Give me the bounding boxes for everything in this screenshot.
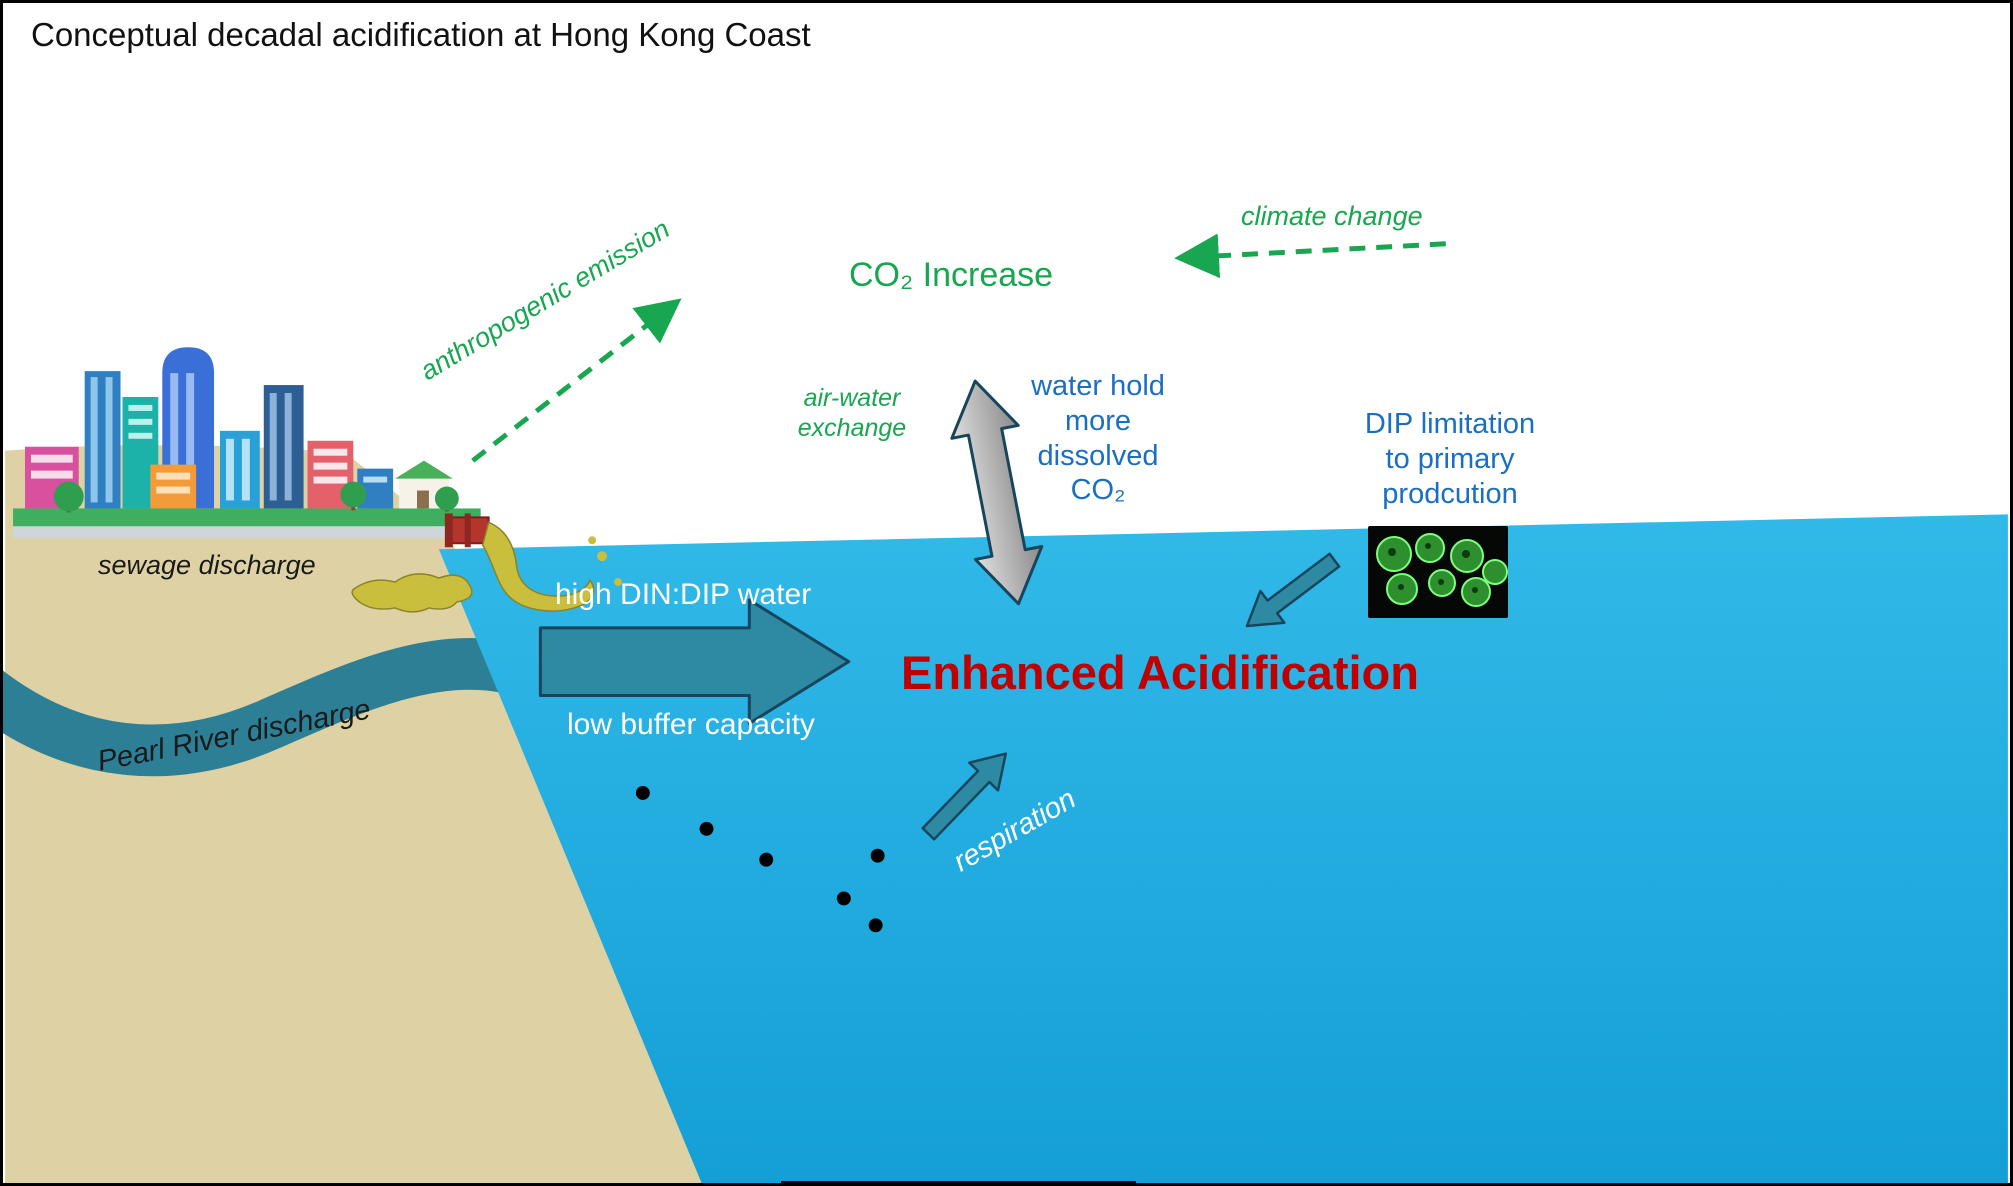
water-hold-line1: water hold — [1031, 370, 1165, 402]
dip-limitation-label: DIP limitation to primary prodcution — [1343, 407, 1557, 511]
high-din-dip-label: high DIN:DIP water — [555, 578, 812, 611]
building-navy-tall — [263, 385, 304, 509]
building-blue-tall — [84, 371, 121, 509]
sewage-slick — [351, 573, 473, 613]
bottom-bar — [781, 1181, 1136, 1183]
water-hold-line3: dissolved — [1037, 439, 1159, 472]
particle-dots — [635, 786, 885, 933]
phytoplankton-image — [1368, 526, 1508, 618]
air-water-exchange-arrow — [950, 379, 1044, 606]
respiration-arrow — [921, 752, 1008, 841]
building-mid-blue — [219, 430, 260, 509]
air-water-line2: exchange — [797, 414, 907, 442]
scene-graphics — [3, 347, 2008, 1183]
city-skyline — [13, 347, 481, 539]
dip-line3: prodcution — [1382, 477, 1518, 510]
enhanced-acidification-label: Enhanced Acidification — [901, 646, 1419, 699]
figure-title: Conceptual decadal acidification at Hong… — [31, 16, 811, 53]
water-hold-label: water hold more dissolved CO₂ — [1019, 369, 1177, 508]
co2-increase-label: CO₂ Increase — [849, 256, 1054, 294]
trees — [53, 481, 459, 513]
climate-change-label: climate change — [1241, 201, 1423, 231]
city-ground — [13, 508, 481, 527]
city-road — [13, 526, 481, 539]
dip-limitation-arrow — [1245, 552, 1341, 628]
sewage-discharge-label: sewage discharge — [98, 550, 316, 580]
sewage-outfall — [351, 513, 622, 613]
land-sand — [5, 445, 724, 1183]
water-hold-line2: more — [1064, 404, 1132, 437]
sea-water — [438, 514, 2008, 1183]
air-water-exchange-label: air-water exchange — [793, 383, 911, 443]
dip-line2: to primary — [1385, 442, 1515, 475]
climate-change-arrow — [1174, 233, 1446, 279]
river-input-arrow — [538, 598, 851, 725]
low-buffer-label: low buffer capacity — [567, 708, 815, 741]
air-water-line1: air-water — [803, 384, 901, 412]
sewage-stream — [481, 521, 595, 612]
water-hold-line4: CO₂ — [1070, 474, 1126, 507]
arrows-overlay — [471, 233, 1446, 933]
anthropogenic-emission-arrow — [471, 298, 682, 463]
dip-line1: DIP limitation — [1364, 408, 1536, 440]
building-orange — [150, 464, 197, 509]
